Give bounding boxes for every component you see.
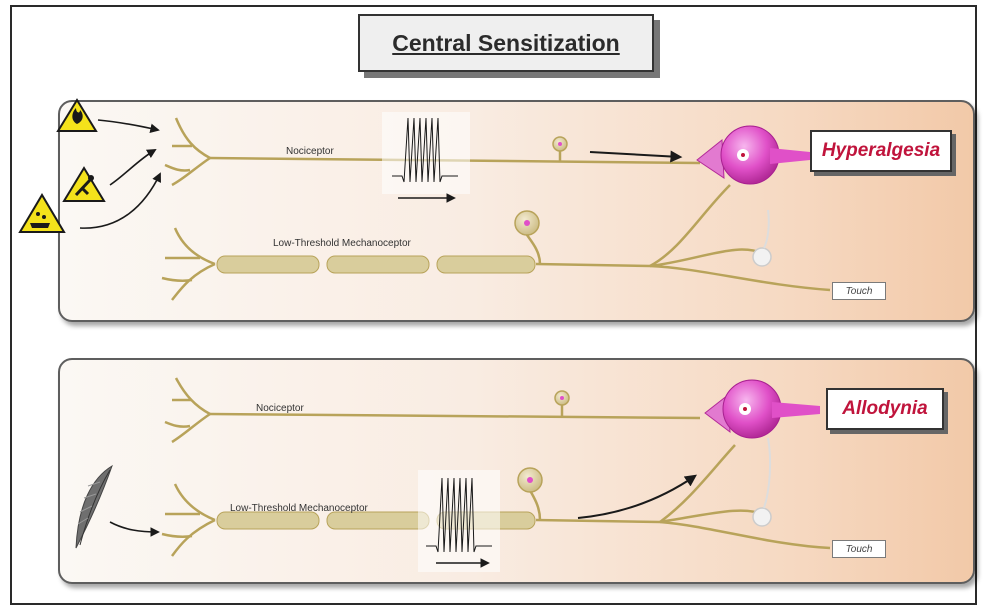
- chemical-hazard-icon: [64, 168, 104, 201]
- dorsal-horn-neuron-bottom: [705, 380, 820, 438]
- mechanoceptor-fiber-top: [162, 185, 830, 300]
- dorsal-horn-neuron-top: [697, 126, 810, 184]
- mechanoceptor-nucleus-bottom: [527, 477, 533, 483]
- nociceptor-fiber-bottom: [165, 378, 700, 442]
- mechanoceptor-nucleus-top: [524, 220, 530, 226]
- corrosive-hazard-icon: [20, 195, 64, 232]
- touch-label-bottom: Touch: [832, 540, 886, 558]
- stimulus-arrow-bottom: [110, 522, 158, 532]
- signal-arrow-bottom: [578, 476, 695, 518]
- nociceptor-nucleus-top: [558, 142, 562, 146]
- fire-hazard-icon: [58, 100, 96, 131]
- mechanoceptor-label-top: Low-Threshold Mechanoceptor: [273, 238, 411, 249]
- feather-icon: [76, 466, 112, 548]
- hyperalgesia-label: Hyperalgesia: [822, 140, 940, 162]
- mechanoceptor-label-bottom: Low-Threshold Mechanoceptor: [230, 503, 368, 514]
- nociceptor-nucleus-bottom: [560, 396, 564, 400]
- touch-label-top: Touch: [832, 282, 886, 300]
- spike-train-top: [382, 112, 470, 198]
- signal-arrow-top: [590, 152, 680, 157]
- hazard-icons: [20, 100, 104, 232]
- stimulus-arrows-top: [80, 120, 160, 228]
- allodynia-label-box: Allodynia: [826, 388, 944, 430]
- nociceptor-label-bottom: Nociceptor: [256, 403, 304, 414]
- myelin-sheaths-top: [217, 256, 535, 273]
- hyperalgesia-label-box: Hyperalgesia: [810, 130, 952, 172]
- interneuron-bottom: [753, 508, 771, 526]
- allodynia-label: Allodynia: [842, 398, 928, 420]
- interneuron-top: [753, 248, 771, 266]
- interneuron-process-bottom: [764, 438, 770, 508]
- nociceptor-label-top: Nociceptor: [286, 146, 334, 157]
- interneuron-process-top: [764, 210, 769, 248]
- spike-train-bottom: [418, 470, 500, 572]
